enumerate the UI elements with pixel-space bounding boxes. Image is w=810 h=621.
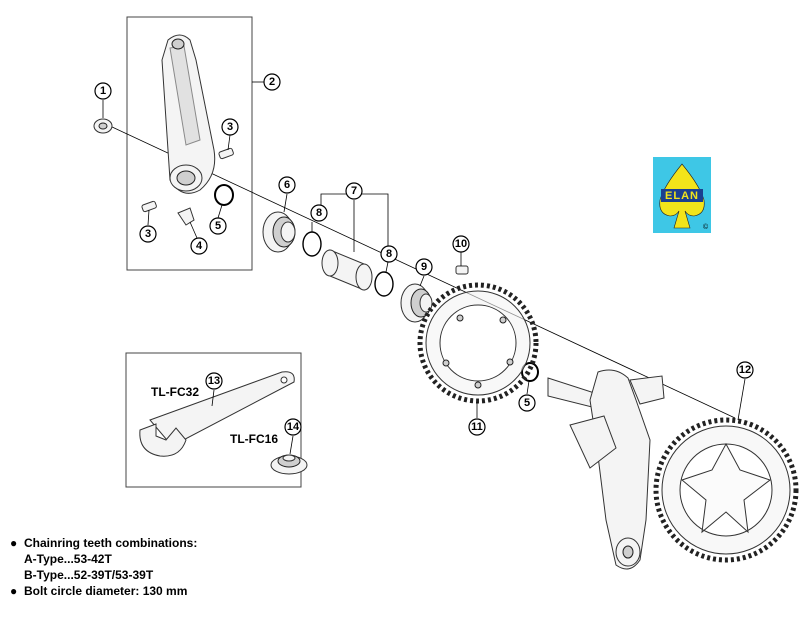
tool-label-tl-fc16: TL-FC16 (230, 432, 278, 446)
callout-8-left: 8 (310, 204, 328, 222)
note-a-type: A-Type...53-42T (24, 552, 112, 566)
svg-text:7: 7 (351, 185, 357, 197)
left-bb-cup (262, 211, 296, 253)
svg-text:1: 1 (100, 85, 106, 97)
logo-text: ELAN (665, 190, 699, 202)
callout-9: 9 (415, 258, 433, 276)
svg-text:2: 2 (269, 76, 275, 88)
crank-pinch-bolt-upper (218, 147, 234, 160)
callout-5-left: 5 (209, 217, 227, 235)
inner-chainring (417, 282, 539, 404)
left-crank-group-frame (126, 16, 253, 271)
tools-group-frame (125, 352, 302, 488)
tl-fc32-wrench (139, 371, 295, 457)
svg-text:3: 3 (227, 121, 233, 133)
svg-text:13: 13 (208, 375, 220, 387)
inner-cover-sleeve (321, 249, 373, 291)
svg-text:10: 10 (455, 238, 467, 250)
logo-copyright-mark: © (703, 223, 709, 231)
outer-chainring (653, 417, 799, 563)
svg-text:5: 5 (524, 397, 530, 409)
callout-4: 4 (190, 237, 208, 255)
svg-text:11: 11 (471, 421, 483, 433)
callout-8-right: 8 (380, 245, 398, 263)
note-bolt-circle: ●Bolt circle diameter: 130 mm (10, 584, 188, 598)
tool-label-tl-fc32: TL-FC32 (151, 385, 199, 399)
callout-14: 14 (284, 418, 302, 436)
callout-5-right: 5 (518, 394, 536, 412)
crank-pinch-bolt-lower (141, 200, 157, 213)
o-ring-right (521, 362, 539, 382)
svg-text:8: 8 (316, 207, 322, 219)
o-ring-left (214, 184, 234, 206)
svg-text:4: 4 (196, 240, 203, 252)
stopper-plate (177, 207, 195, 226)
callout-3-upper: 3 (221, 118, 239, 136)
callout-2: 2 (263, 73, 281, 91)
callout-10: 10 (452, 235, 470, 253)
callout-12: 12 (736, 361, 754, 379)
elan-logo: ELAN © (653, 157, 711, 233)
right-crank-arm-unit (547, 369, 665, 570)
callout-11: 11 (468, 418, 486, 436)
svg-text:5: 5 (215, 220, 221, 232)
bb-spacer-left (302, 231, 322, 257)
callout-13: 13 (205, 372, 223, 390)
left-crank-arm (161, 34, 216, 194)
tl-fc16-tool (270, 454, 308, 475)
callout-7: 7 (345, 182, 363, 200)
svg-text:9: 9 (421, 261, 427, 273)
svg-text:8: 8 (386, 248, 392, 260)
callout-1: 1 (94, 82, 112, 100)
note-teeth-combinations: ●Chainring teeth combinations: (10, 536, 198, 550)
right-bb-cup (400, 283, 433, 323)
svg-text:6: 6 (284, 179, 290, 191)
note-b-type: B-Type...52-39T/53-39T (24, 568, 154, 582)
svg-text:3: 3 (145, 228, 151, 240)
bb-spacer-right (374, 271, 394, 297)
crank-arm-fixing-bolt-cap (93, 118, 113, 134)
callout-6: 6 (278, 176, 296, 194)
chainring-fixing-bolt (455, 265, 469, 275)
specification-notes: ●Chainring teeth combinations: A-Type...… (10, 535, 197, 599)
svg-text:12: 12 (739, 364, 751, 376)
callout-3-lower: 3 (139, 225, 157, 243)
svg-text:14: 14 (287, 421, 300, 433)
